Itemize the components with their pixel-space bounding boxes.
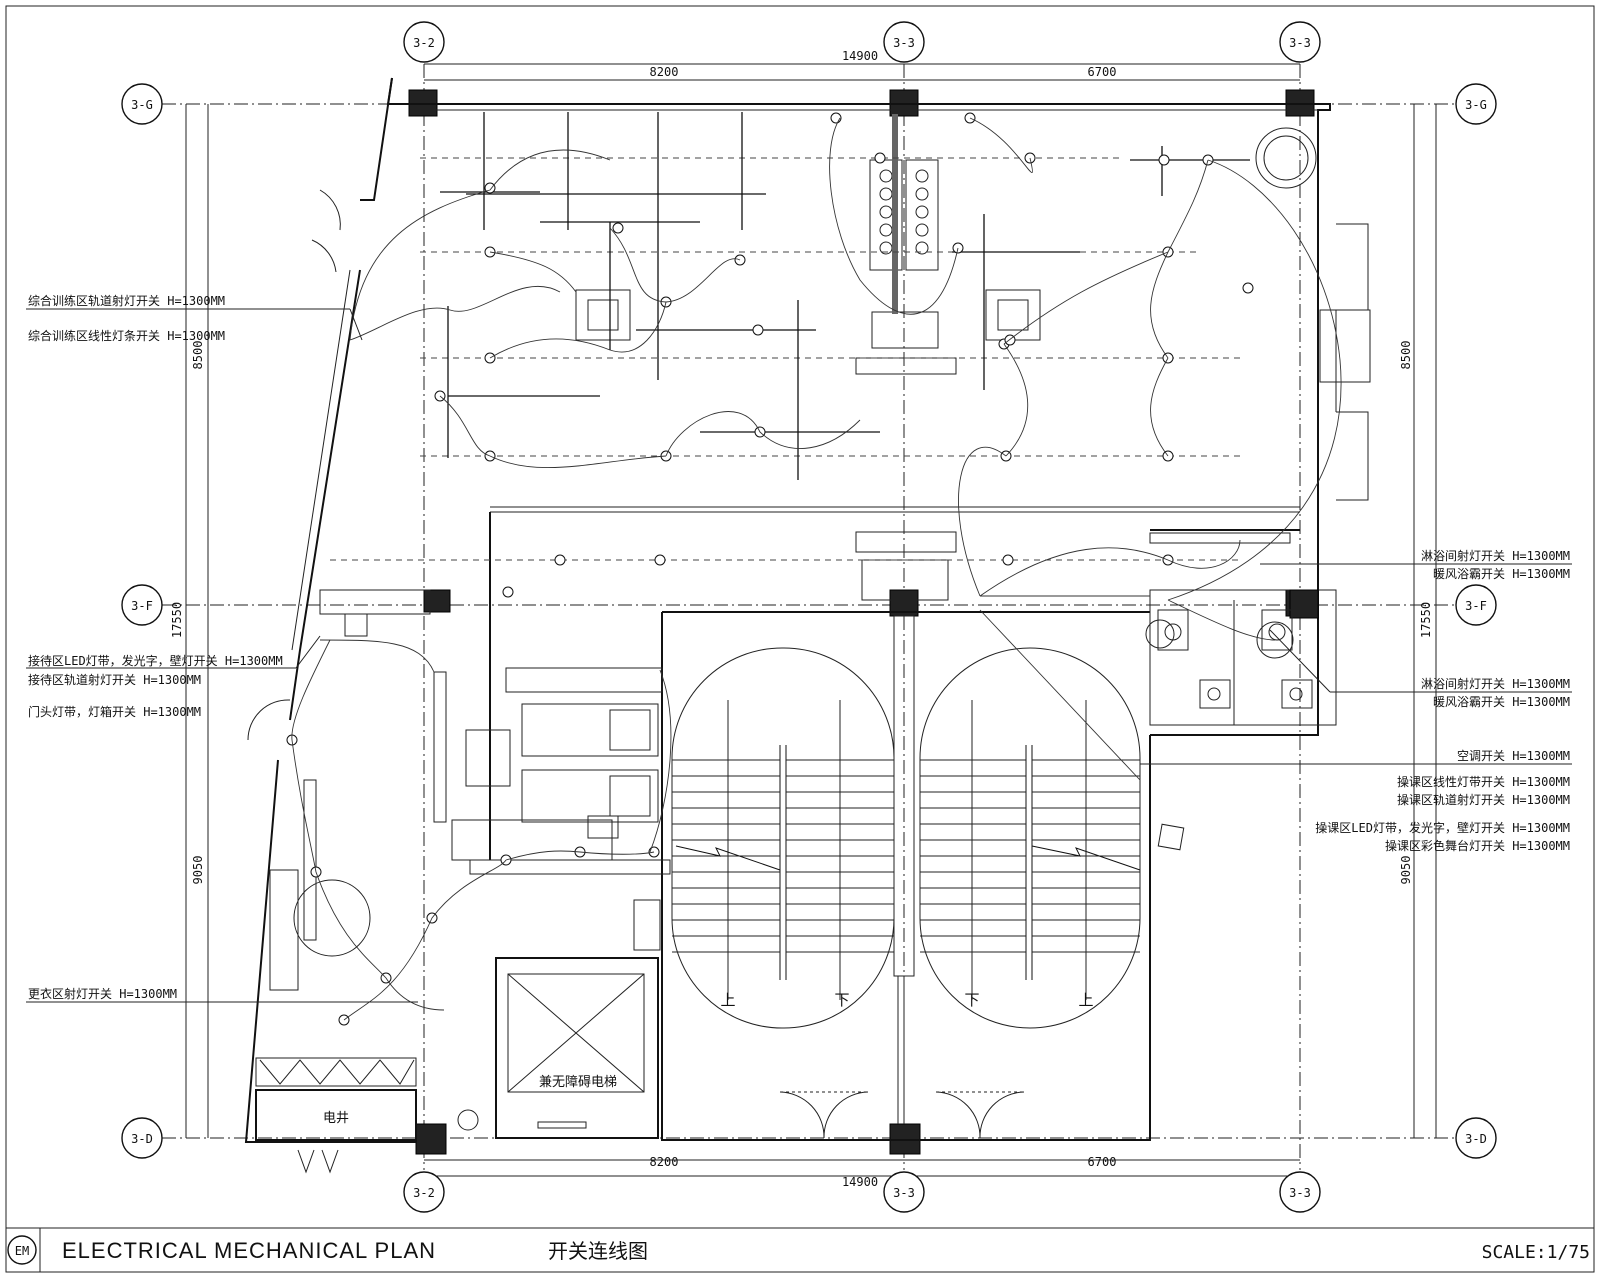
stair-center-wall <box>779 615 1025 1139</box>
svg-text:3-G: 3-G <box>131 98 153 112</box>
dim-right-lower: 9050 <box>1399 856 1413 885</box>
dim-top-total: 14900 <box>842 49 878 63</box>
annotation-left-5: 门头灯带，灯箱开关 H=1300MM <box>28 704 201 719</box>
elevator-shaft <box>495 957 659 1139</box>
sheet-scale: SCALE:1/75 <box>1482 1242 1590 1263</box>
svg-text:3-2: 3-2 <box>413 36 435 50</box>
sheet-border <box>5 5 1595 1273</box>
annotation-left-4: 接待区轨道射灯开关 H=1300MM <box>28 672 201 687</box>
annotation-right-6: 操课区线性灯带开关 H=1300MM <box>1397 774 1570 789</box>
grid-bubble-top-3: 3-3 <box>1279 21 1321 63</box>
grid-bubble-right-3: 3-D <box>1455 1117 1497 1159</box>
sheet-code-badge: EM <box>7 1235 37 1265</box>
svg-text:3-F: 3-F <box>131 599 153 613</box>
dim-right-upper: 8500 <box>1399 341 1413 370</box>
dim-left-total: 17550 <box>170 602 184 638</box>
annotation-right-2: 暖风浴霸开关 H=1300MM <box>1433 567 1570 581</box>
sheet-title: ELECTRICAL MECHANICAL PLAN <box>62 1238 436 1263</box>
annotation-left-2: 综合训练区线性灯条开关 H=1300MM <box>28 328 225 343</box>
svg-text:3-G: 3-G <box>1465 98 1487 112</box>
annotation-right-9: 操课区彩色舞台灯开关 H=1300MM <box>1385 838 1570 853</box>
electrical-shaft <box>255 1057 417 1174</box>
grid-bubble-bottom-1: 3-2 <box>403 1171 445 1213</box>
grid-bubble-left-3: 3-D <box>121 1117 163 1159</box>
annotation-right-4: 暖风浴霸开关 H=1300MM <box>1433 695 1570 709</box>
stair-down-label-1: 下 <box>834 991 849 1009</box>
ahu-unit <box>1319 309 1371 383</box>
annotation-right-7: 操课区轨道射灯开关 H=1300MM <box>1397 792 1570 807</box>
dim-left-lower: 9050 <box>191 856 205 885</box>
grid-bubble-bottom-3: 3-3 <box>1279 1171 1321 1213</box>
entrance-reception <box>247 189 671 991</box>
shaft-label: 电井 <box>323 1111 349 1126</box>
stair-up-label-2: 上 <box>1078 991 1093 1009</box>
svg-text:3-F: 3-F <box>1465 599 1487 613</box>
gym-equipment <box>433 114 1317 1131</box>
annotation-right-8: 操课区LED灯带，发光字，壁灯开关 H=1300MM <box>1315 820 1570 835</box>
switch-wiring <box>291 117 1342 1021</box>
annotations-left: 综合训练区轨道射灯开关 H=1300MM 综合训练区线性灯条开关 H=1300M… <box>28 293 283 1001</box>
svg-text:3-3: 3-3 <box>893 36 915 50</box>
grid-bubble-left-1: 3-G <box>121 83 163 125</box>
staircase-left <box>671 647 895 1029</box>
grid-bubble-left-2: 3-F <box>121 584 163 626</box>
grid-bubble-right-2: 3-F <box>1455 584 1497 626</box>
grid-bubble-top-2: 3-3 <box>883 21 925 63</box>
elevator-label: 兼无障碍电梯 <box>539 1075 617 1090</box>
lighting-rows <box>330 157 1240 561</box>
annotation-left-3: 接待区LED灯带，发光字，壁灯开关 H=1300MM <box>28 653 283 668</box>
svg-text:3-2: 3-2 <box>413 1186 435 1200</box>
annotation-right-1: 淋浴间射灯开关 H=1300MM <box>1421 548 1570 563</box>
grid-bubble-right-1: 3-G <box>1455 83 1497 125</box>
sheet-title-cn: 开关连线图 <box>548 1239 648 1263</box>
grid-bubble-bottom-2: 3-3 <box>883 1171 925 1213</box>
annotation-right-5: 空调开关 H=1300MM <box>1457 749 1570 763</box>
stair-down-label-2: 下 <box>964 991 979 1009</box>
shower-rooms <box>1149 529 1337 851</box>
annotation-left-1: 综合训练区轨道射灯开关 H=1300MM <box>28 293 225 308</box>
structural-columns <box>408 89 1315 1155</box>
dim-bottom-b: 6700 <box>1088 1155 1117 1169</box>
annotation-leaders <box>26 308 1572 1003</box>
elevator-label-bg <box>538 1070 618 1090</box>
grid-bubble-top-1: 3-2 <box>403 21 445 63</box>
annotation-right-3: 淋浴间射灯开关 H=1300MM <box>1421 676 1570 691</box>
stair-up-label-1: 上 <box>720 991 735 1009</box>
annotation-left-6: 更衣区射灯开关 H=1300MM <box>28 986 177 1001</box>
dim-bottom-a: 8200 <box>650 1155 679 1169</box>
dim-left-upper: 8500 <box>191 341 205 370</box>
svg-text:EM: EM <box>15 1244 29 1258</box>
dim-bottom-total: 14900 <box>842 1175 878 1189</box>
svg-text:3-3: 3-3 <box>893 1186 915 1200</box>
staircase-right <box>919 647 1141 1029</box>
svg-text:3-3: 3-3 <box>1289 36 1311 50</box>
dim-top-b: 6700 <box>1088 65 1117 79</box>
svg-text:3-D: 3-D <box>131 1132 153 1146</box>
dim-right-total: 17550 <box>1419 602 1433 638</box>
building-walls <box>244 77 1371 1143</box>
dimension-lines <box>185 63 1437 1177</box>
dim-top-a: 8200 <box>650 65 679 79</box>
svg-text:3-3: 3-3 <box>1289 1186 1311 1200</box>
svg-text:3-D: 3-D <box>1465 1132 1487 1146</box>
annotations-right: 淋浴间射灯开关 H=1300MM 暖风浴霸开关 H=1300MM 淋浴间射灯开关… <box>1315 548 1570 853</box>
track-lights <box>440 112 1250 480</box>
